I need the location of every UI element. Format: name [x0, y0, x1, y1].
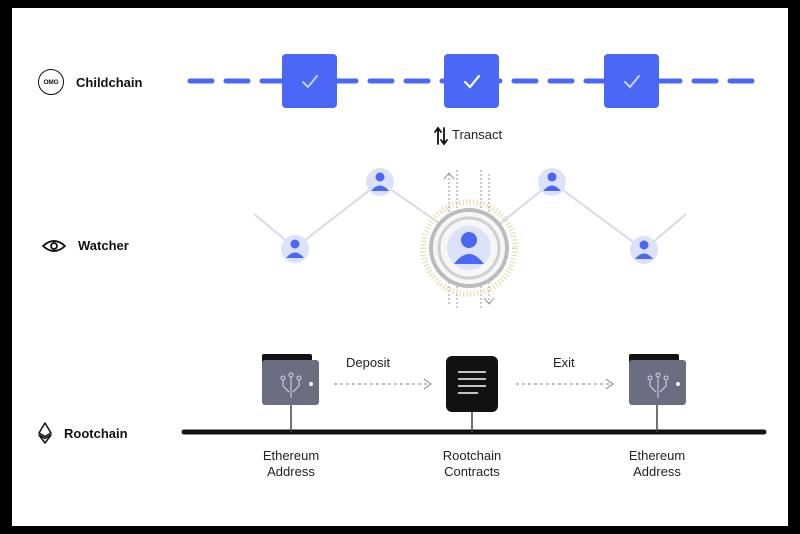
ethereum-icon: [38, 422, 52, 444]
user-icon: [639, 240, 649, 250]
exit-arrow: [516, 378, 615, 390]
middle-node-label-line2: Contracts: [444, 464, 500, 479]
user-icon: [375, 172, 385, 182]
middle-node-label: Rootchain Contracts: [412, 448, 532, 480]
user-icon: [547, 172, 557, 182]
left-node-label: Ethereum Address: [231, 448, 351, 480]
checkmark-icon: [463, 74, 481, 89]
wallet-icon-right: [629, 354, 686, 405]
block-1: [282, 54, 337, 108]
diagram-graphics: [181, 54, 769, 435]
document-icon-contracts: [446, 356, 498, 412]
checkmark-icon: [302, 75, 318, 89]
right-node-label-line1: Ethereum: [628, 448, 686, 463]
user-icon: [290, 239, 300, 249]
watcher-node-2: [366, 168, 394, 196]
rootchain-label: Rootchain: [64, 425, 128, 441]
transfer-arrows-icon: [434, 126, 448, 146]
exit-label: Exit: [553, 355, 575, 370]
left-node-label-line1: Ethereum: [262, 448, 320, 463]
watcher-node-4: [630, 236, 658, 264]
deposit-arrow: [334, 378, 433, 390]
omg-badge-text: OMG: [38, 69, 64, 95]
diagram-canvas: OMG Childchain Watcher Rootchain: [12, 8, 788, 526]
watcher-layer-label: Watcher: [42, 238, 129, 253]
childchain-layer-label: OMG Childchain: [38, 69, 142, 95]
watcher-label: Watcher: [78, 238, 129, 253]
eye-icon: [42, 239, 66, 253]
transact-label: Transact: [452, 127, 503, 142]
middle-node-label-line1: Rootchain: [442, 448, 502, 463]
wallet-icon-left: [262, 354, 319, 405]
omg-logo-icon: OMG: [38, 69, 64, 95]
deposit-label: Deposit: [346, 355, 391, 370]
watcher-node-3: [538, 168, 566, 196]
childchain-label: Childchain: [76, 74, 143, 90]
right-node-label: Ethereum Address: [597, 448, 717, 480]
rootchain-layer-label: Rootchain: [38, 422, 128, 444]
user-icon: [461, 232, 477, 248]
block-2: [444, 54, 499, 108]
watcher-node-1: [281, 235, 309, 263]
checkmark-icon: [624, 75, 640, 89]
central-watcher-node: [420, 199, 518, 297]
right-node-label-line2: Address: [633, 464, 681, 479]
left-node-label-line2: Address: [267, 464, 315, 479]
block-3: [604, 54, 659, 108]
